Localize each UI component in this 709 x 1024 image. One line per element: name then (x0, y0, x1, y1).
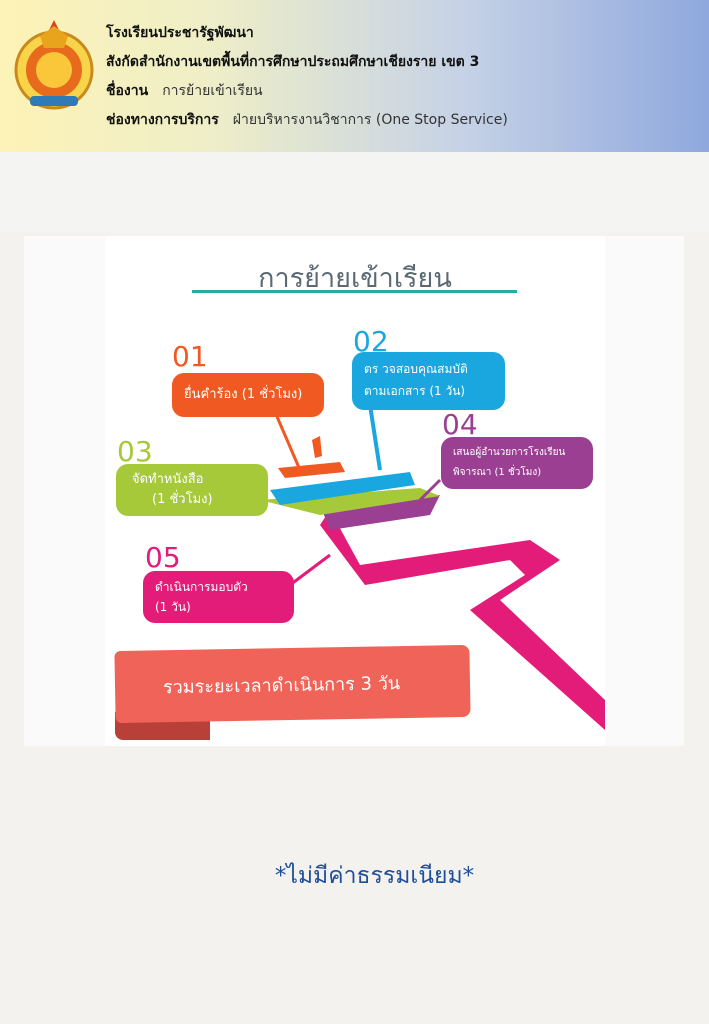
step-label: ยื่นคำร้อง (1 ชั่วโมง) (184, 387, 303, 402)
infographic-title: การย้ายเข้าเรียน (258, 263, 452, 294)
step-label: จัดทำหนังสือ (132, 472, 204, 487)
school-emblem-icon (14, 20, 94, 110)
channel-value: ฝ่ายบริหารงานวิชาการ (One Stop Service) (232, 112, 508, 128)
header-banner: โรงเรียนประชารัฐพัฒนา สังกัดสำนักงานเขตพ… (0, 0, 709, 152)
step-box: ดำเนินการมอบตัว (1 วัน) (143, 571, 294, 623)
step-box: ยื่นคำร้อง (1 ชั่วโมง) (172, 373, 324, 417)
step-label: ตามเอกสาร (1 วัน) (364, 384, 466, 398)
step-box: ตร วจสอบคุณสมบัติ ตามเอกสาร (1 วัน) (352, 352, 505, 410)
service-name: ชื่องาน การย้ายเข้าเรียน (106, 80, 263, 102)
channel-label: ช่องทางการบริการ (106, 112, 219, 128)
service-channel: ช่องทางการบริการ ฝ่ายบริหารงานวิชาการ (On… (106, 109, 508, 131)
summary-ribbon: รวมระยะเวลาดำเนินการ 3 วัน (114, 644, 471, 724)
step-box: เสนอผู้อำนวยการโรงเรียน พิจารณา (1 ชั่วโ… (441, 437, 593, 489)
step-number: 03 (117, 435, 153, 468)
step-label: ตร วจสอบคุณสมบัติ (364, 362, 468, 376)
step-label: พิจารณา (1 ชั่วโมง) (453, 467, 542, 478)
affiliation: สังกัดสำนักงานเขตพื้นที่การศึกษาประถมศึก… (106, 54, 480, 70)
step-label: เสนอผู้อำนวยการโรงเรียน (453, 447, 566, 458)
title-underline (192, 290, 517, 293)
spacer-band (0, 152, 709, 232)
step-label: ดำเนินการมอบตัว (155, 580, 248, 594)
step-number: 04 (442, 408, 478, 441)
step-label: (1 วัน) (155, 600, 191, 614)
school-name: โรงเรียนประชารัฐพัฒนา (106, 25, 254, 41)
service-value: การย้ายเข้าเรียน (162, 83, 263, 99)
step-label: (1 ชั่วโมง) (152, 492, 213, 507)
step-number: 05 (145, 541, 181, 574)
service-label: ชื่องาน (106, 83, 149, 99)
step-number: 01 (172, 340, 208, 373)
step-box: จัดทำหนังสือ (1 ชั่วโมง) (116, 464, 268, 516)
fee-note: *ไม่มีค่าธรรมเนียม* (274, 863, 475, 889)
